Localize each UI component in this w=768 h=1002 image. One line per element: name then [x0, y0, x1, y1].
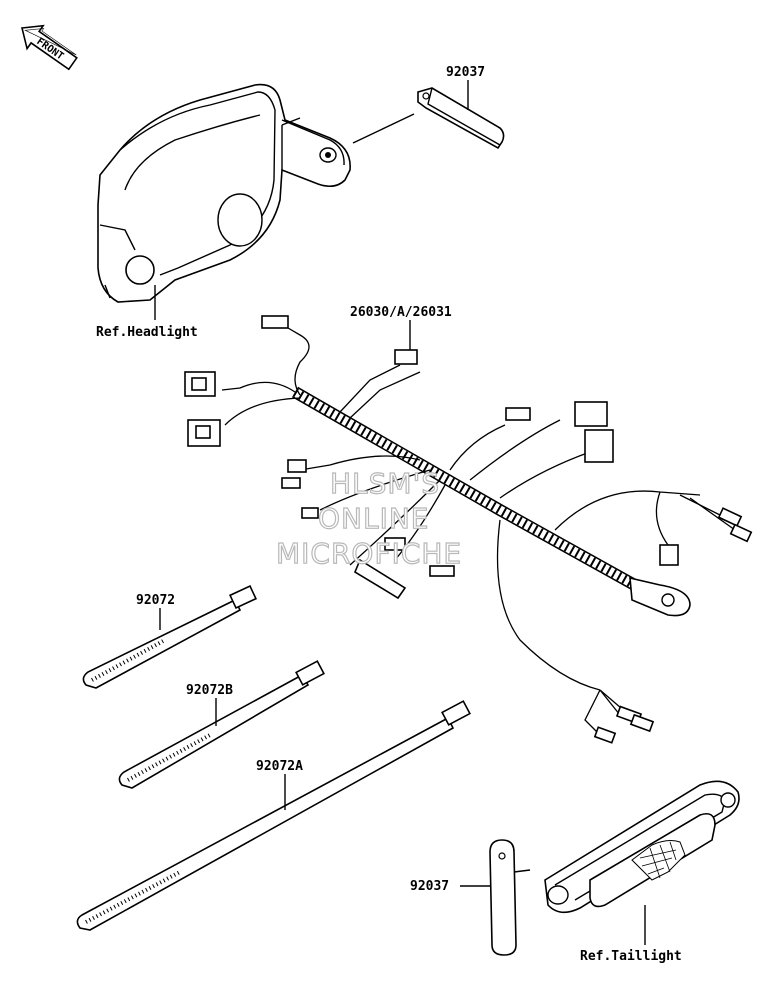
callout-92072: 92072 [136, 593, 175, 608]
callout-92037-top: 92037 [446, 65, 485, 80]
watermark-line-3: MICROFICHE [276, 537, 462, 570]
taillight-illustration [544, 780, 740, 914]
callout-ref-headlight: Ref.Headlight [96, 325, 198, 340]
callout-92072b: 92072B [186, 683, 233, 698]
band-92072b [118, 660, 325, 789]
front-arrow-icon: FRONT [21, 24, 78, 71]
bracket-92037-top [417, 87, 505, 150]
callout-92072a: 92072A [256, 759, 303, 774]
callout-92037-bottom: 92037 [410, 879, 449, 894]
bracket-92037-bottom [489, 839, 531, 956]
watermark-line-2: ONLINE [318, 502, 429, 535]
headlight-illustration [97, 83, 351, 303]
band-92072 [82, 584, 257, 689]
callout-ref-taillight: Ref.Taillight [580, 949, 682, 964]
band-92072a [76, 700, 471, 931]
watermark: HLSM'S ONLINE MICROFICHE [275, 466, 462, 570]
watermark-line-1: HLSM'S [330, 467, 440, 500]
wiring-harness [184, 315, 753, 744]
callout-harness: 26030/A/26031 [350, 305, 452, 320]
